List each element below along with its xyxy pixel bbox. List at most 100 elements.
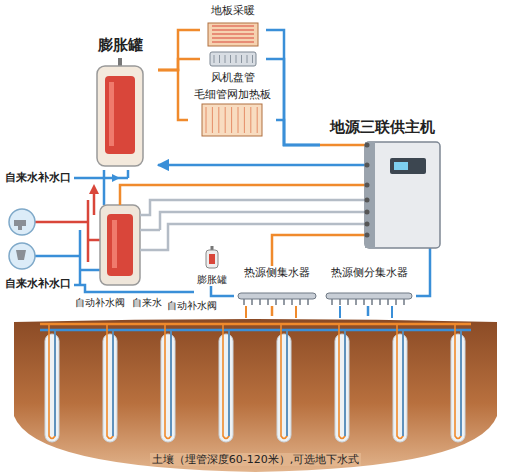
host-pipes-part — [160, 212, 320, 230]
pipe-connector — [276, 120, 320, 145]
soil-borefield-part — [45, 334, 59, 442]
soil-borefield-part — [165, 324, 171, 439]
heat-pump-host-art — [320, 118, 445, 253]
water-distributor-part — [331, 299, 333, 305]
hot-water-arrows-part — [93, 192, 96, 215]
node-label: 地板采暖 — [209, 4, 257, 17]
hot-water-tank-part — [112, 220, 117, 268]
water-distributor-part — [379, 299, 381, 305]
floor-heating-part — [208, 23, 258, 46]
soil-borefield-part — [402, 330, 404, 436]
heat-pump-host-part — [320, 234, 366, 237]
pipe-connector — [158, 59, 200, 70]
fan-coil-part — [214, 55, 215, 63]
faucet-piping-part — [127, 170, 130, 178]
faucet-icon-part — [14, 220, 26, 230]
capillary-panel-part — [212, 107, 213, 133]
inlet-arrow-part — [112, 174, 120, 182]
pipe-label: 自动补水阀 — [166, 300, 218, 312]
water-collector-part — [238, 293, 316, 305]
fan-coil-part — [230, 55, 231, 63]
expansion-tank-part — [97, 58, 143, 166]
soil-borefield-part — [460, 330, 462, 436]
expansion-tank-part — [97, 66, 143, 166]
soil-borefield-part — [14, 319, 497, 472]
pipe-connector — [416, 253, 430, 296]
soil-borefield-part — [49, 324, 55, 439]
pipe-connector — [271, 306, 274, 316]
manifold-risers-part — [339, 306, 341, 318]
pipe-connector — [367, 306, 370, 316]
capillary-panel-part — [218, 107, 219, 133]
hot-water-arrows-part — [74, 177, 80, 180]
water-collector-part — [267, 299, 269, 305]
faucet-piping-part — [74, 285, 194, 292]
pipe-label: 自来水补水口 — [4, 277, 72, 290]
water-distributor-part — [371, 299, 373, 305]
hot-water-tank — [100, 205, 140, 285]
water-collector-part — [275, 299, 277, 305]
soil-borefield-part — [107, 324, 113, 439]
water-distributor: 热源侧分集水器 — [322, 266, 416, 306]
expansion-tank-part — [206, 250, 218, 268]
heat-pump-host-part — [320, 199, 366, 202]
pipe-connector — [266, 30, 320, 145]
floor-heating-part — [212, 26, 254, 42]
soil-borefield: 土壤（埋管深度60-120米）,可选地下水式 — [14, 316, 497, 472]
expansion-tank-part — [109, 82, 114, 146]
soil-borefield-part — [339, 324, 345, 439]
water-distributor-part — [326, 293, 412, 305]
pipe-connector — [272, 235, 320, 266]
water-collector: 热源侧集水器 — [234, 266, 320, 306]
hot-water-arrows — [74, 178, 99, 215]
soil-borefield-part — [281, 324, 287, 439]
heat-pump-host-part — [394, 162, 408, 170]
soil-borefield-part — [451, 334, 465, 442]
expansion-tank: 膨胀罐 — [193, 246, 231, 286]
water-distributor-part — [355, 299, 357, 305]
node-label: 膨胀罐 — [96, 36, 145, 54]
manifold-risers — [246, 306, 392, 318]
water-collector-part — [243, 299, 245, 305]
heat-pump-host-part — [320, 223, 366, 226]
soil-borefield-part — [286, 330, 288, 436]
capillary-panel-part — [231, 107, 232, 133]
pipe-label: 自来水补水口 — [4, 171, 72, 184]
soil-borefield-part — [40, 323, 471, 326]
soil-borefield-part — [103, 334, 117, 442]
host-pipes-part — [140, 229, 160, 232]
water-collector-part — [251, 299, 253, 305]
manifold-risers-part — [245, 306, 247, 318]
expansion-tank-part — [209, 254, 215, 264]
pipe-connector — [266, 59, 320, 145]
heat-pump-host-part — [365, 233, 370, 238]
heat-pump-host-part — [320, 164, 366, 167]
expansion-tank: 膨胀罐 — [82, 36, 158, 170]
capillary-panel-part — [250, 107, 251, 133]
soil-borefield-part — [277, 334, 291, 442]
fan-coil-part — [247, 55, 248, 63]
water-distributor-part — [387, 299, 389, 305]
capillary-panel-part — [206, 107, 207, 133]
heat-pump-host-part — [365, 222, 370, 227]
soil-borefield-part — [393, 334, 407, 442]
hot-water-tank-part — [107, 214, 133, 276]
heat-pump-host-part — [365, 163, 370, 168]
heat-pump-host-part — [390, 158, 426, 174]
capillary-panel: 毛细管网加热板 — [188, 88, 276, 138]
water-collector-part — [238, 293, 316, 299]
faucet-piping-part — [79, 230, 82, 285]
faucet-piping-part — [34, 255, 80, 258]
heat-pump-host-part — [365, 210, 370, 215]
water-collector-part — [307, 299, 309, 305]
heat-pump-host-part — [365, 142, 375, 248]
pipe-connector — [158, 70, 188, 120]
node-label: 热源侧集水器 — [242, 266, 312, 279]
faucet-icon-part — [16, 250, 26, 260]
soil-borefield-part — [335, 334, 349, 442]
pipe-connector — [211, 286, 234, 296]
faucet-piping-part — [103, 170, 106, 205]
fan-coil-part — [236, 55, 237, 63]
heat-pump-host-part — [320, 144, 366, 147]
expansion-tank-part — [105, 76, 135, 154]
